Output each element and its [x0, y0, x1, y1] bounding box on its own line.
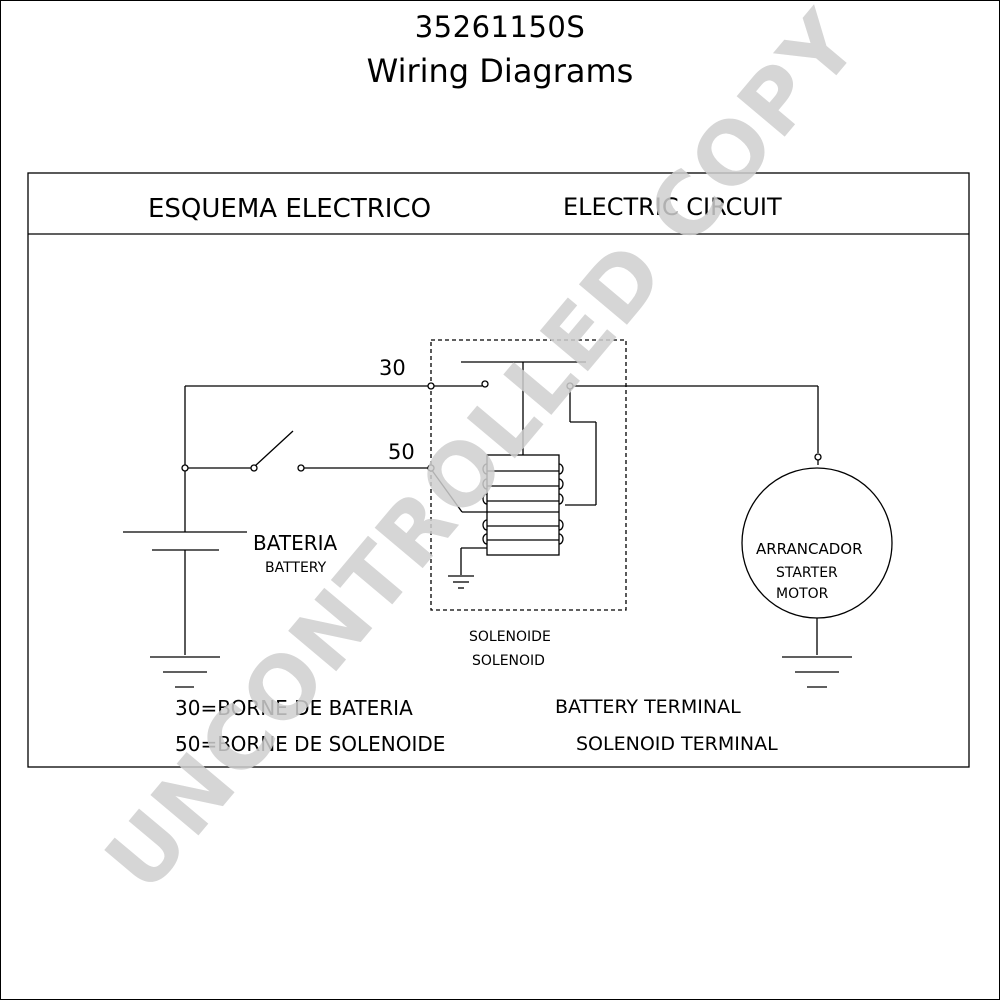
coil-loop — [558, 493, 564, 505]
solenoid-label-en: SOLENOID — [472, 653, 545, 669]
battery-label-en: BATTERY — [265, 560, 327, 576]
starter-label-es: ARRANCADOR — [756, 540, 863, 558]
diagram-panel-border — [27, 172, 970, 768]
solenoid-housing — [430, 339, 627, 611]
wire-50-to-coil — [430, 468, 463, 513]
legend-50-es: 50=BORNE DE SOLENOIDE — [175, 732, 445, 756]
terminal-30-dot — [427, 382, 435, 390]
terminal-50-dot — [427, 464, 435, 472]
motor-terminal-dot — [814, 453, 822, 461]
starter-label-en-1: STARTER — [776, 565, 838, 581]
switch-contact — [250, 464, 258, 472]
switch-contact — [297, 464, 305, 472]
terminal-30-label: 30 — [379, 356, 406, 380]
legend-30-es: 30=BORNE DE BATERIA — [175, 696, 413, 720]
uncontrolled-copy-watermark: UNCONTROLLED COPY — [87, 0, 879, 910]
solenoid-coil-body — [486, 454, 560, 556]
ignition-switch-lever — [254, 430, 294, 467]
page-title: Wiring Diagrams — [366, 52, 634, 90]
coil-loop — [482, 533, 488, 545]
coil-loop — [482, 519, 488, 531]
coil-loop — [482, 463, 488, 475]
part-number: 35261150S — [414, 10, 586, 44]
coil-loop — [482, 493, 488, 505]
node-dot — [181, 464, 189, 472]
coil-loop — [482, 478, 488, 490]
starter-label-en-2: MOTOR — [776, 586, 829, 602]
coil-loop — [558, 519, 564, 531]
terminal-50-label: 50 — [388, 440, 415, 464]
coil-loop — [558, 533, 564, 545]
solenoid-label-es: SOLENOIDE — [469, 629, 551, 645]
legend-50-en: SOLENOID TERMINAL — [576, 733, 778, 755]
battery-label-es: BATERIA — [253, 531, 337, 555]
coil-loop — [558, 478, 564, 490]
coil-loop — [558, 463, 564, 475]
panel-title-en: ELECTRIC CIRCUIT — [563, 193, 782, 221]
legend-30-en: BATTERY TERMINAL — [555, 696, 741, 718]
panel-title-es: ESQUEMA ELECTRICO — [148, 194, 431, 224]
contact-dot — [566, 382, 574, 390]
contact-dot — [481, 380, 489, 388]
